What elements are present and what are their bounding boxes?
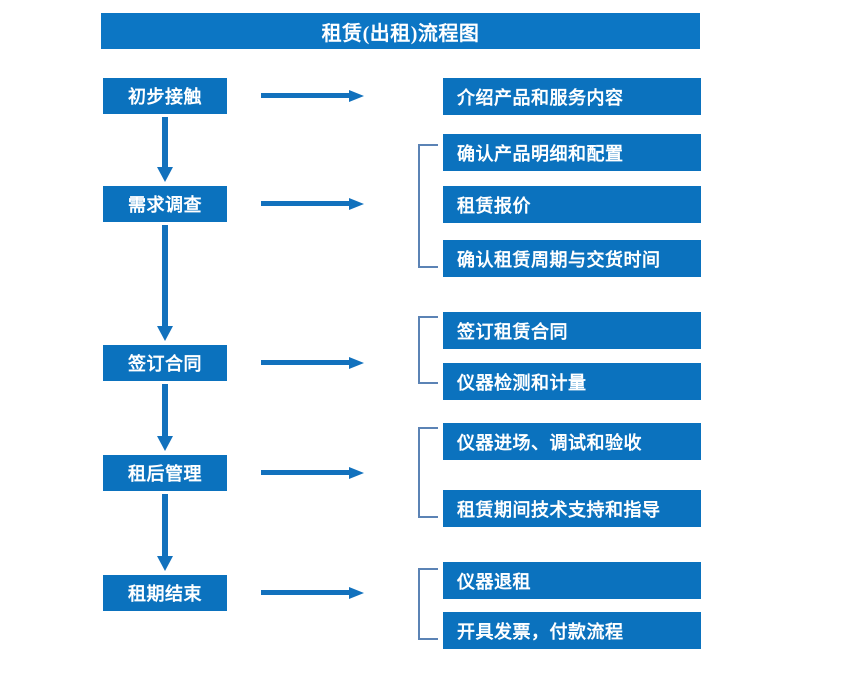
- right-arrow-icon-2: [261, 198, 364, 210]
- stage-box-2[interactable]: 需求调查: [103, 186, 227, 222]
- detail-box-7[interactable]: 仪器进场、调试和验收: [443, 423, 701, 460]
- detail-box-1[interactable]: 介绍产品和服务内容: [443, 78, 701, 115]
- detail-box-3[interactable]: 租赁报价: [443, 186, 701, 223]
- stage-box-5[interactable]: 租期结束: [103, 575, 227, 611]
- detail-box-10[interactable]: 开具发票，付款流程: [443, 612, 701, 649]
- right-arrow-icon-3: [261, 357, 364, 369]
- down-arrow-icon-3: [157, 384, 173, 451]
- right-arrow-icon-5: [261, 587, 364, 599]
- detail-box-8[interactable]: 租赁期间技术支持和指导: [443, 490, 701, 527]
- stage-box-4[interactable]: 租后管理: [103, 455, 227, 491]
- down-arrow-icon-4: [157, 494, 173, 571]
- detail-box-2[interactable]: 确认产品明细和配置: [443, 134, 701, 171]
- group-bracket-icon-3: [418, 427, 438, 518]
- detail-box-6[interactable]: 仪器检测和计量: [443, 363, 701, 400]
- down-arrow-icon-2: [157, 225, 173, 341]
- right-arrow-icon-4: [261, 467, 364, 479]
- group-bracket-icon-4: [418, 568, 438, 640]
- detail-box-4[interactable]: 确认租赁周期与交货时间: [443, 240, 701, 277]
- right-arrow-icon-1: [261, 90, 364, 102]
- detail-box-9[interactable]: 仪器退租: [443, 562, 701, 599]
- stage-box-1[interactable]: 初步接触: [103, 78, 227, 114]
- stage-box-3[interactable]: 签订合同: [103, 345, 227, 381]
- group-bracket-icon-2: [418, 316, 438, 384]
- down-arrow-icon-1: [157, 117, 173, 182]
- detail-box-5[interactable]: 签订租赁合同: [443, 312, 701, 349]
- page-title: 租赁(出租)流程图: [101, 13, 700, 49]
- group-bracket-icon-1: [418, 144, 438, 268]
